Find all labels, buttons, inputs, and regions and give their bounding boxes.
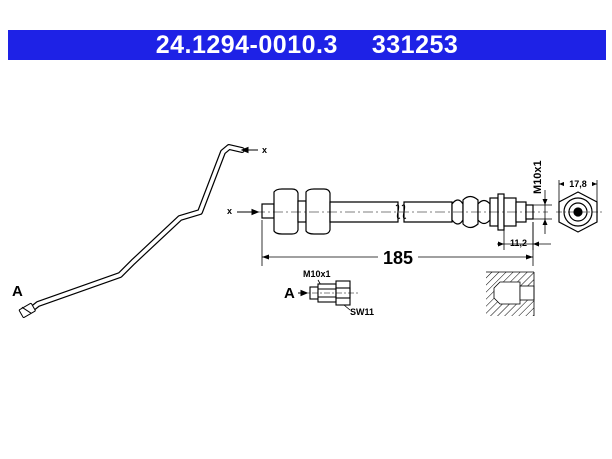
title-bar: 24.1294-0010.3 331253 <box>8 30 606 60</box>
x-arrow-mid <box>237 208 260 216</box>
dimension-11-2 <box>497 222 551 250</box>
hex-width-dimension: 17,8 <box>569 179 587 189</box>
fitting-length-dimension: 11,2 <box>510 238 527 248</box>
reference-number: 331253 <box>371 30 459 59</box>
thread-size-detail: M10x1 <box>303 269 331 279</box>
axis-x-label-mid: x <box>227 206 232 216</box>
length-dimension: 185 <box>383 248 413 268</box>
hose-assembly <box>261 188 534 235</box>
axis-x-label-top: x <box>262 145 267 155</box>
pipe-end-fitting <box>18 302 36 318</box>
part-number: 24.1294-0010.3 <box>155 30 338 59</box>
thread-dimension-vertical <box>533 190 552 234</box>
detail-a-small-label: A <box>284 285 295 302</box>
section-view <box>486 271 535 316</box>
x-arrow-top <box>240 146 258 154</box>
wrench-size-label: SW11 <box>350 307 374 317</box>
thread-size-vertical: M10x1 <box>532 160 544 194</box>
detail-a-label: A <box>12 283 23 300</box>
brake-pipe-routing <box>25 144 245 315</box>
